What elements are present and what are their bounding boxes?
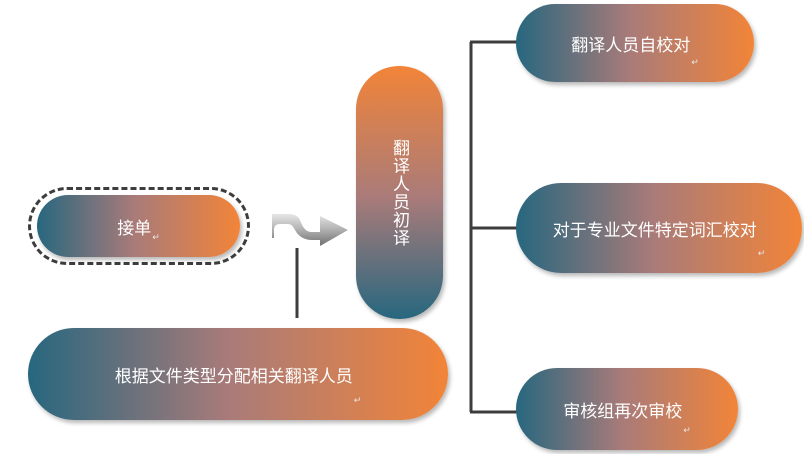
receive-order-dashed-outline: [28, 187, 250, 265]
node-initial-translation: 翻译人员初译: [356, 66, 443, 319]
paragraph-mark: ↵: [691, 58, 699, 68]
paragraph-mark: ↵: [353, 396, 362, 406]
node-initial-translation-label: 翻译人员初译: [389, 138, 409, 247]
node-assign-translators: 根据文件类型分配相关翻译人员↵: [28, 328, 448, 420]
paragraph-mark: ↵: [683, 426, 691, 436]
node-assign-translators-label: 根据文件类型分配相关翻译人员: [114, 366, 353, 387]
paragraph-mark: ↵: [152, 233, 160, 243]
node-receive-order-label: 接单: [117, 218, 152, 239]
paragraph-mark: ↵: [757, 249, 766, 259]
node-self-proofread: 翻译人员自校对↵: [516, 4, 754, 82]
node-review-group: 审核组再次审校↵: [516, 368, 738, 450]
node-receive-order: 接单↵: [37, 195, 240, 257]
node-self-proofread-label: 翻译人员自校对: [571, 35, 691, 56]
node-review-group-label: 审核组再次审校: [563, 401, 683, 422]
merge-arrow-icon: [272, 214, 348, 246]
node-term-proofread-label: 对于专业文件特定词汇校对: [552, 220, 757, 241]
node-term-proofread: 对于专业文件特定词汇校对↵: [516, 183, 802, 273]
